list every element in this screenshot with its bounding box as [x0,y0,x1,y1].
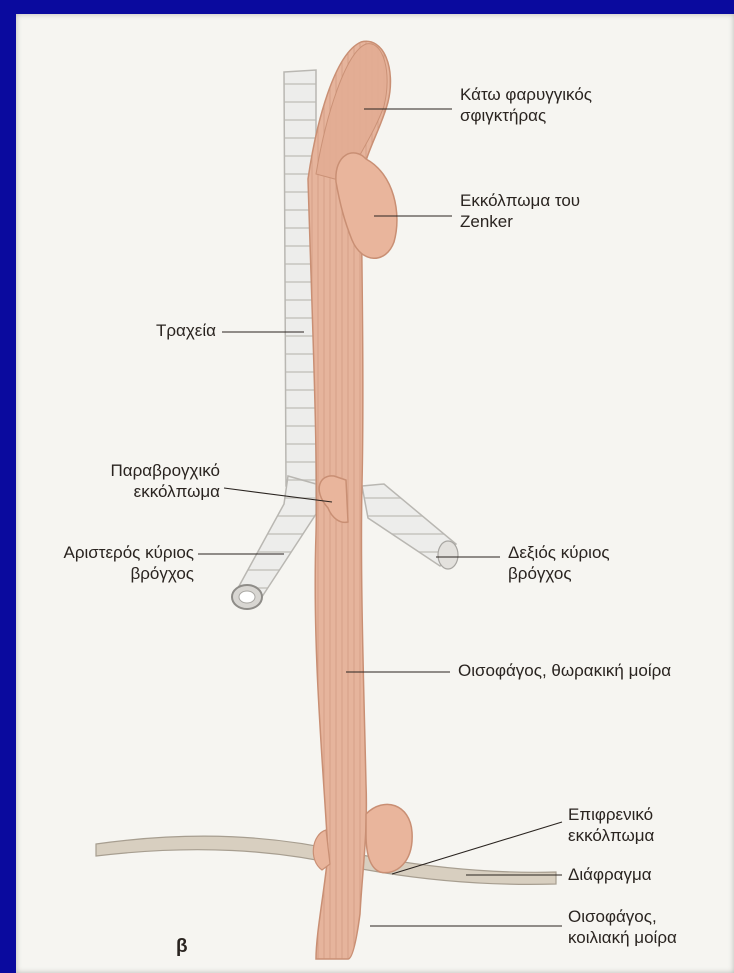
label-left-main-bronchus: Αριστερός κύριος βρόγχος [30,542,194,584]
label-thoracic-esophagus: Οισοφάγος, θωρακική μοίρα [458,660,671,681]
label-abdominal-esophagus: Οισοφάγος, κοιλιακή μοίρα [568,906,677,948]
epiphrenic-diverticulum [366,804,412,872]
label-trachea: Τραχεία [136,320,216,341]
label-parabronchial-diverticulum: Παραβρογχικό εκκόλπωμα [66,460,220,502]
textbook-page: Κάτω φαρυγγικός σφιγκτήρας Εκκόλπωμα του… [16,14,734,973]
label-epiphrenic-diverticulum: Επιφρενικό εκκόλπωμα [568,804,654,846]
label-right-main-bronchus: Δεξιός κύριος βρόγχος [508,542,610,584]
label-lower-pharyngeal-sphincter: Κάτω φαρυγγικός σφιγκτήρας [460,84,592,126]
label-diaphragm: Διάφραγμα [568,864,652,885]
label-zenker-diverticulum: Εκκόλπωμα του Zenker [460,190,580,232]
panel-letter: β [176,936,188,958]
